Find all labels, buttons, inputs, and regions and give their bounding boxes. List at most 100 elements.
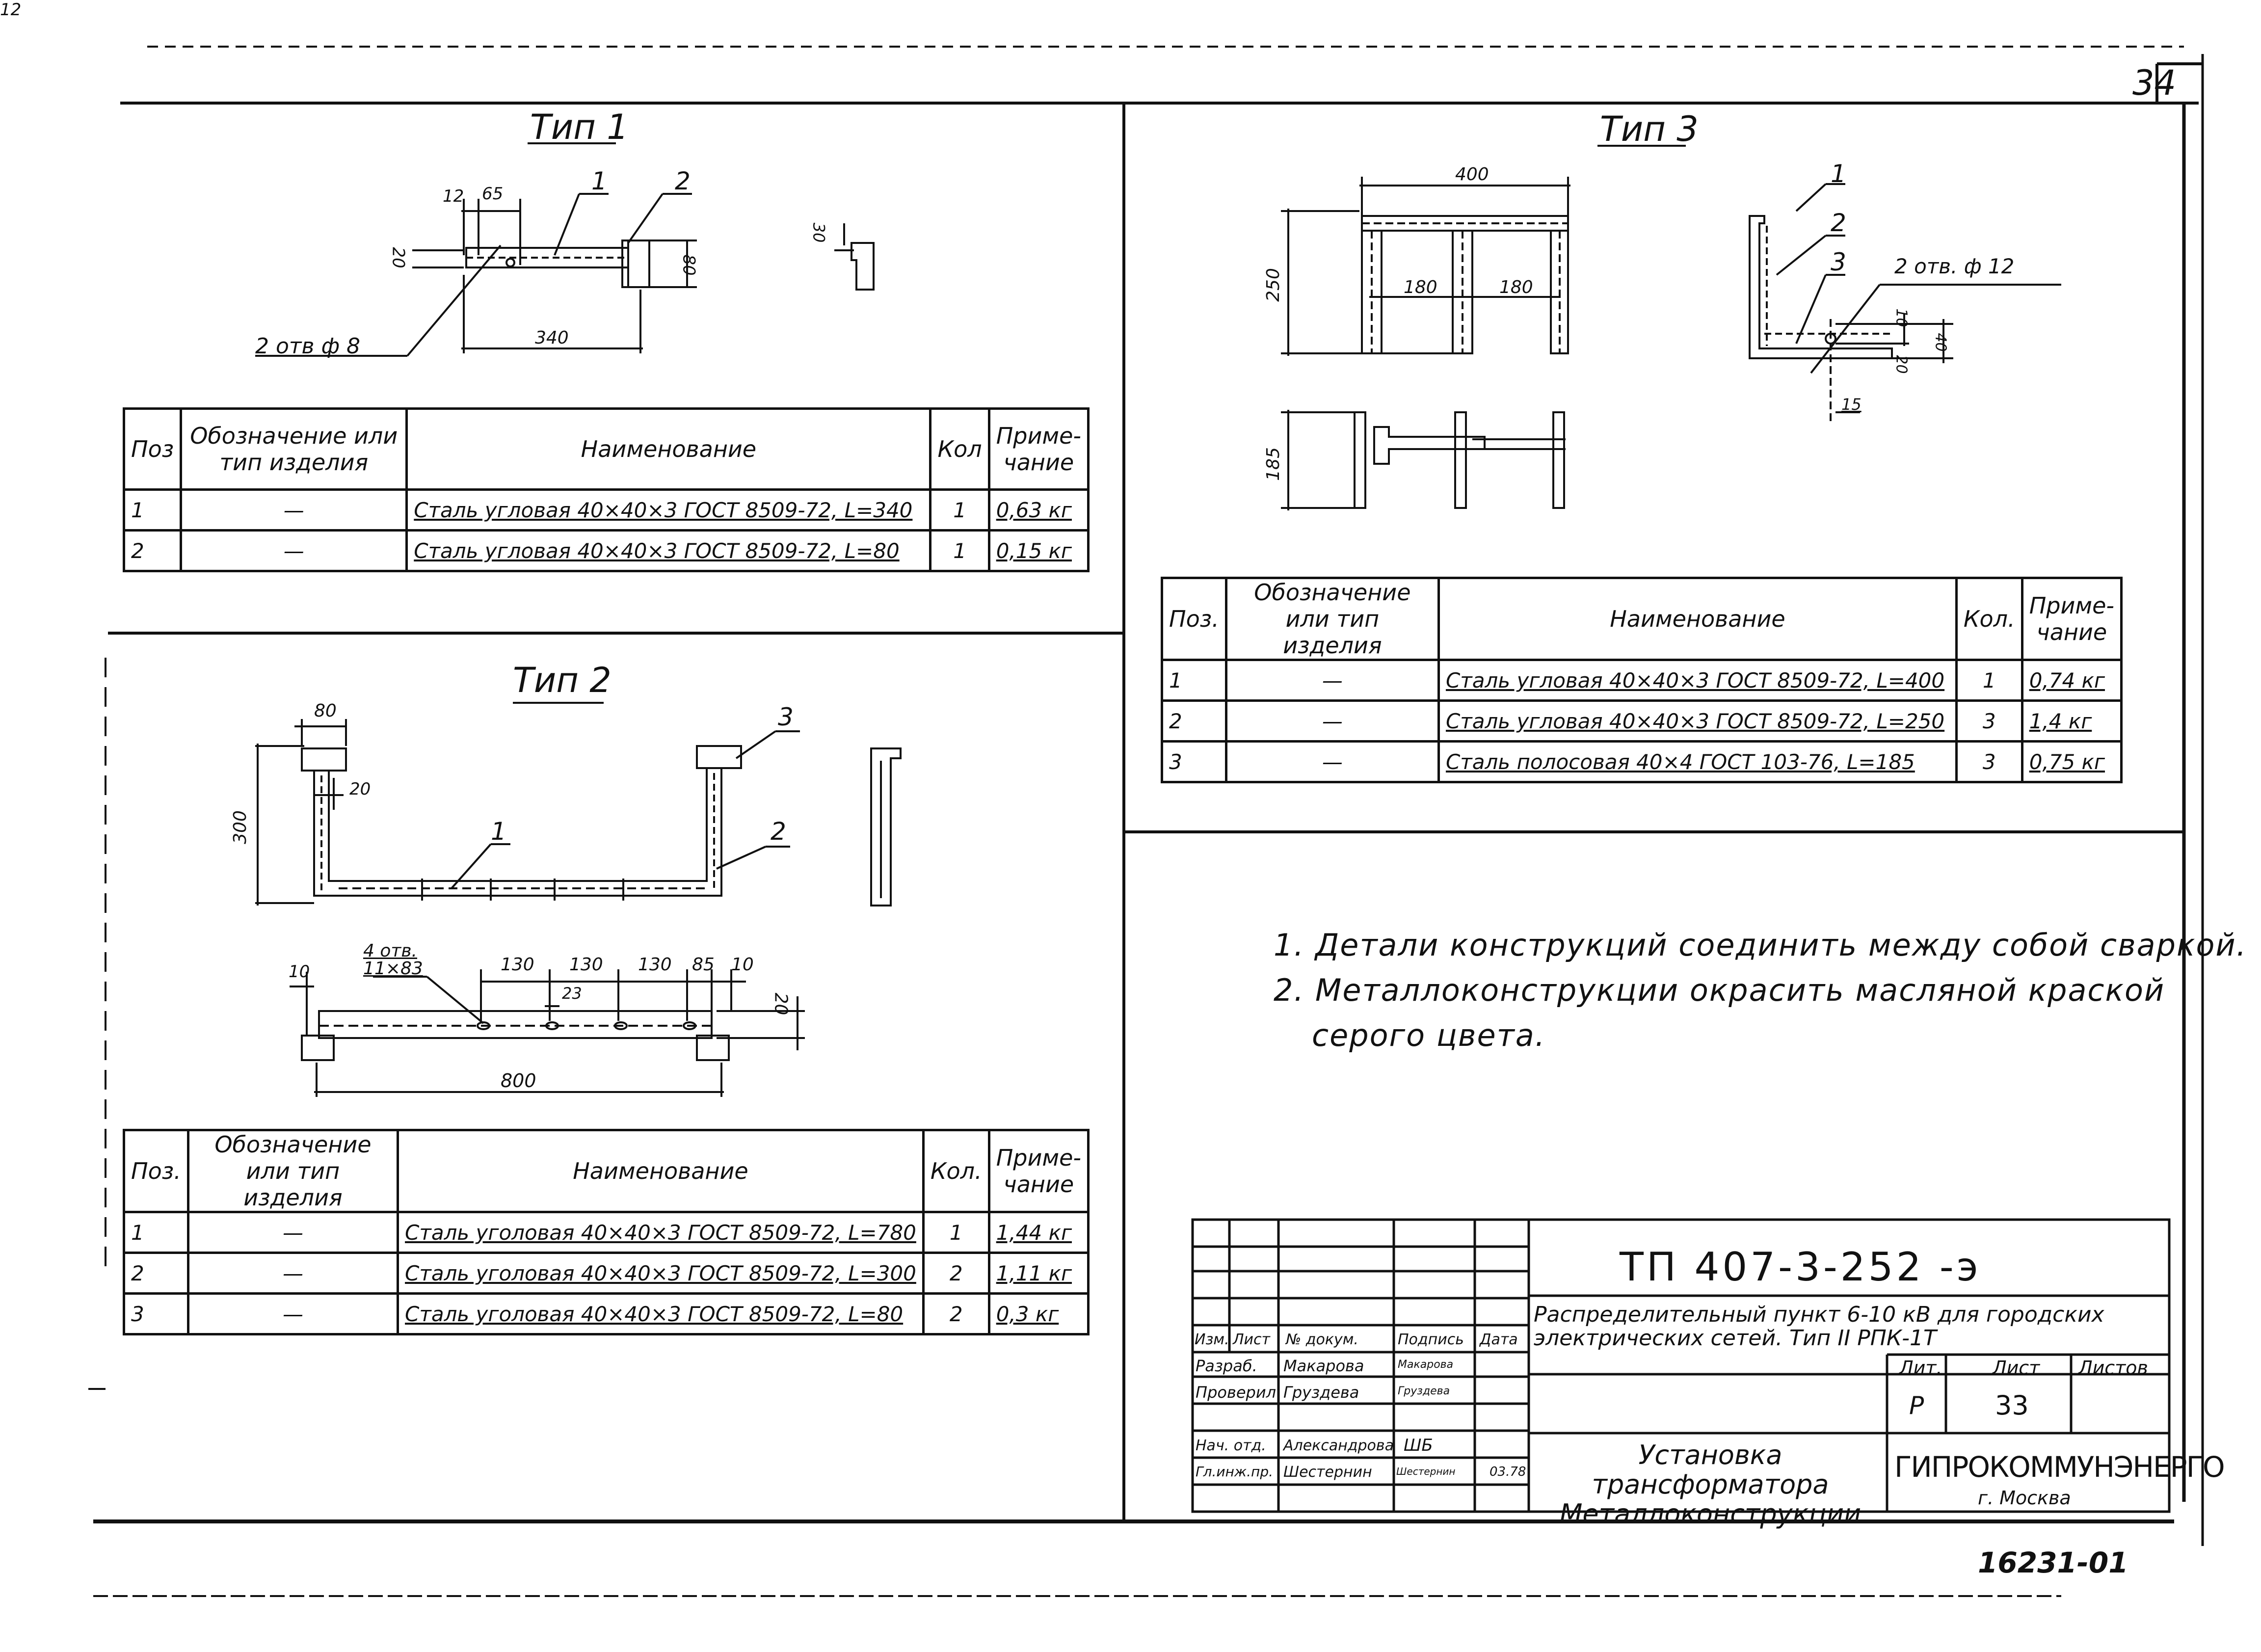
tip1-spec-table: Поз Обозначение или тип изделия Наименов… bbox=[122, 407, 1090, 572]
tip1-header-pos: Поз bbox=[122, 407, 183, 491]
tip2-header-designation: Обозначение или тип изделия bbox=[186, 1129, 399, 1213]
tip2-leader-3: 3 bbox=[778, 703, 794, 731]
tip3-dim-15: 15 bbox=[1841, 395, 1862, 414]
tip3-dim-40: 40 bbox=[1932, 333, 1949, 352]
col-header-doc: № докум. bbox=[1286, 1331, 1358, 1348]
tip1-dim-12: 12 bbox=[443, 187, 464, 206]
tip2-header-pos: Поз. bbox=[123, 1129, 189, 1213]
table-row: 3 — Сталь уголовая 40×40×3 ГОСТ 8509-72,… bbox=[123, 1292, 1090, 1335]
tip3-leader-1: 1 bbox=[1831, 160, 1846, 188]
name-cell: Сталь угловая 40×40×3 ГОСТ 8509-72, L=25… bbox=[1437, 699, 1958, 743]
tip2-dim-20b: 20 bbox=[771, 992, 791, 1015]
lit-label: Лит. bbox=[1899, 1357, 1942, 1379]
table-row: 1 — Сталь угловая 40×40×3 ГОСТ 8509-72, … bbox=[1161, 659, 2123, 702]
table-row: 2 — Сталь угловая 40×40×3 ГОСТ 8509-72, … bbox=[122, 529, 1090, 572]
tip3-header-qty: Кол. bbox=[1955, 577, 2023, 661]
qty-cell: 1 bbox=[929, 488, 990, 532]
tip2-drawing bbox=[255, 702, 902, 1097]
note-cell: 0,63 кг bbox=[987, 488, 1090, 532]
tip2-dim-130b: 130 bbox=[569, 955, 603, 975]
qty-cell: 1 bbox=[929, 529, 990, 572]
role-checker: Проверил bbox=[1196, 1383, 1277, 1402]
tip3-leader-3: 3 bbox=[1831, 248, 1846, 276]
tip1-hole-note: 2 отв ф 8 bbox=[255, 334, 361, 359]
tip1-dim-12: 12 bbox=[0, 0, 22, 20]
tip3-dim-185: 185 bbox=[1263, 447, 1283, 481]
drawing-title: Установка трансформатора Металлоконструк… bbox=[1559, 1439, 1862, 1529]
tip2-title: Тип 2 bbox=[513, 660, 612, 700]
signature-dept-head: ШБ bbox=[1404, 1436, 1433, 1455]
tip1-header-qty: Кол bbox=[929, 407, 990, 491]
qty-cell: 2 bbox=[922, 1292, 990, 1335]
pos-cell: 1 bbox=[122, 488, 183, 532]
tip3-dim-400: 400 bbox=[1455, 164, 1489, 185]
note-3: серого цвета. bbox=[1312, 1017, 1546, 1053]
table-row: 2 — Сталь уголовая 40×40×3 ГОСТ 8509-72,… bbox=[123, 1252, 1090, 1295]
role-dept-head: Нач. отд. bbox=[1196, 1437, 1266, 1454]
tip2-dim-300: 300 bbox=[230, 810, 250, 844]
pos-cell: 1 bbox=[1161, 659, 1227, 702]
page-number: 34 bbox=[2132, 63, 2177, 103]
tip2-dim-80: 80 bbox=[314, 701, 337, 721]
tip2-header-name: Наименование bbox=[397, 1129, 925, 1213]
col-header-list: Лист bbox=[1233, 1331, 1271, 1348]
name-checker: Груздева bbox=[1283, 1383, 1359, 1402]
tip1-leader-2: 2 bbox=[675, 167, 691, 195]
sheets-label: Листов bbox=[2078, 1357, 2148, 1379]
sheet-label: Лист bbox=[1993, 1357, 2040, 1379]
tip3-header-note: Приме- чание bbox=[2021, 577, 2123, 661]
tip1-title: Тип 1 bbox=[530, 107, 629, 147]
tip3-leader-2: 2 bbox=[1831, 209, 1846, 237]
tip1-leader-1: 1 bbox=[591, 167, 607, 195]
date-chief-engineer: 03.78 bbox=[1490, 1465, 1526, 1479]
pos-cell: 3 bbox=[123, 1292, 189, 1335]
qty-cell: 3 bbox=[1955, 740, 2023, 783]
col-header-date: Дата bbox=[1480, 1331, 1518, 1348]
tip3-dim-250: 250 bbox=[1263, 268, 1283, 302]
tip1-dim-340: 340 bbox=[535, 328, 569, 348]
name-dept-head: Александрова bbox=[1283, 1437, 1394, 1454]
project-description: Распределительный пункт 6-10 кВ для горо… bbox=[1534, 1302, 2104, 1351]
name-developer: Макарова bbox=[1283, 1357, 1364, 1375]
name-cell: Сталь уголовая 40×40×3 ГОСТ 8509-72, L=8… bbox=[397, 1292, 925, 1335]
tip2-dim-10a: 10 bbox=[289, 962, 310, 982]
signature-checker: Груздева bbox=[1398, 1385, 1450, 1397]
tip1-header-name: Наименование bbox=[405, 407, 932, 491]
designation-cell: — bbox=[1224, 659, 1440, 702]
note-cell: 1,11 кг bbox=[987, 1252, 1090, 1295]
tip2-dim-800: 800 bbox=[501, 1070, 536, 1092]
tip1-dim-30: 30 bbox=[809, 222, 828, 243]
tip1-dim-65: 65 bbox=[482, 184, 504, 204]
tip1-header-designation: Обозначение или тип изделия bbox=[180, 407, 408, 491]
organization: ГИПРОКОММУНЭНЕРГО bbox=[1894, 1450, 2225, 1484]
note-cell: 0,3 кг bbox=[987, 1292, 1090, 1335]
tip3-dim-180b: 180 bbox=[1499, 277, 1533, 297]
sheet-value: 33 bbox=[1995, 1390, 2029, 1421]
note-1: 1. Детали конструкций соединить между со… bbox=[1274, 927, 2247, 963]
qty-cell: 2 bbox=[922, 1252, 990, 1295]
tip3-header-name: Наименование bbox=[1437, 577, 1958, 661]
designation-cell: — bbox=[180, 488, 408, 532]
city: г. Москва bbox=[1978, 1487, 2071, 1509]
pos-cell: 2 bbox=[122, 529, 183, 572]
tip3-spec-table: Поз. Обозначение или тип изделия Наимено… bbox=[1161, 577, 2123, 783]
tip3-dim-180a: 180 bbox=[1404, 277, 1437, 297]
note-cell: 0,75 кг bbox=[2021, 740, 2123, 783]
col-header-izm: Изм. bbox=[1195, 1331, 1229, 1348]
tip3-dim-10: 10 bbox=[1892, 308, 1910, 327]
note-2: 2. Металлоконструкции окрасить масляной … bbox=[1274, 972, 2165, 1008]
qty-cell: 3 bbox=[1955, 699, 2023, 743]
table-row: 1 — Сталь угловая 40×40×3 ГОСТ 8509-72, … bbox=[122, 488, 1090, 532]
title-block-grid bbox=[1191, 1218, 2171, 1513]
tip2-leader-2: 2 bbox=[771, 817, 786, 846]
name-cell: Сталь полосовая 40×4 ГОСТ 103-76, L=185 bbox=[1437, 740, 1958, 783]
archive-number: 16231-01 bbox=[1978, 1546, 2128, 1579]
qty-cell: 1 bbox=[922, 1211, 990, 1254]
tip3-hole-note: 2 отв. ф 12 bbox=[1894, 254, 2015, 278]
tip2-dim-23: 23 bbox=[562, 984, 582, 1003]
name-cell: Сталь угловая 40×40×3 ГОСТ 8509-72, L=34… bbox=[405, 488, 932, 532]
tip2-leader-1: 1 bbox=[491, 817, 506, 846]
tip2-header-qty: Кол. bbox=[922, 1129, 990, 1213]
name-cell: Сталь угловая 40×40×3 ГОСТ 8509-72, L=40… bbox=[1437, 659, 1958, 702]
note-cell: 0,74 кг bbox=[2021, 659, 2123, 702]
